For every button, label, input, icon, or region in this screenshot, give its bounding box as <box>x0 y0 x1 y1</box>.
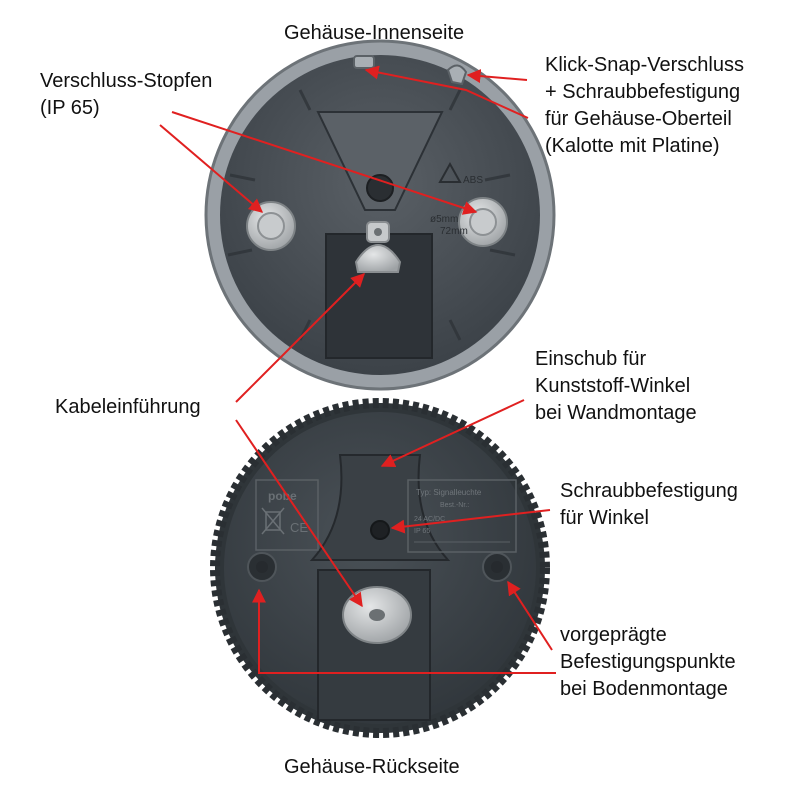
annotation-arrows <box>159 65 556 674</box>
center-screw-hole <box>366 174 394 202</box>
label-klick-snap: Klick-Snap-Verschluss + Schraubbefestigu… <box>545 52 744 160</box>
arrow-vorgepraegt-left <box>252 588 556 674</box>
dimension-marking-2: 72mm <box>440 226 468 237</box>
label-line: + Schraubbefestigung <box>545 81 741 103</box>
recycling-mark <box>438 161 462 183</box>
stopper-left <box>246 201 296 251</box>
bracket-screw-hole <box>370 520 390 540</box>
label-verschluss-stopfen: Verschluss-Stopfen (IP 65) <box>40 68 212 122</box>
title-housing-back: Gehäuse-Rückseite <box>284 756 460 778</box>
brand-label-plate: pobe CE <box>255 479 319 551</box>
label-line: Verschluss-Stopfen <box>40 70 213 92</box>
arrow-kabel-top <box>235 273 365 403</box>
arrow-kabel-bottom <box>235 419 363 608</box>
ce-mark-icon: CE <box>290 520 308 535</box>
label-line: für Gehäuse-Oberteil <box>545 108 732 130</box>
housing-inner-side: ABS ø5mm 72mm <box>204 39 556 391</box>
arrow-einschub <box>380 399 525 468</box>
snap-clip-tab <box>446 64 468 86</box>
housing-inner-floor <box>220 55 540 375</box>
bracket-slot <box>309 454 451 561</box>
snap-clip-tab-left <box>353 55 375 69</box>
label-kabeleinfuehrung: Kabeleinführung <box>55 394 201 421</box>
mounting-point-right <box>482 552 512 582</box>
housing-back-face <box>224 412 536 724</box>
label-line: Schraubbefestigung <box>560 480 738 502</box>
title-housing-inner: Gehäuse-Innenseite <box>284 22 465 44</box>
label-line: bei Bodenmontage <box>560 678 728 700</box>
housing-back-side: pobe CE Typ: Signalleuchte Best.-Nr.: 24… <box>210 398 550 738</box>
mounting-point-left <box>247 552 277 582</box>
label-line: bei Wandmontage <box>535 402 697 424</box>
cable-gland-top <box>354 221 402 273</box>
label-line: vorgeprägte <box>560 624 667 646</box>
nameplate-art: Best.-Nr.: <box>440 502 469 509</box>
nameplate-typ: Typ: Signalleuchte <box>416 488 482 497</box>
material-marking: ABS <box>463 175 483 186</box>
arrow-stopfen-left <box>159 124 264 213</box>
center-screw-boss-rib <box>316 111 444 211</box>
label-vorgepraegte-punkte: vorgeprägte Befestigungspunkte bei Boden… <box>560 622 736 703</box>
label-schraubbefestigung-winkel: Schraubbefestigung für Winkel <box>560 478 738 532</box>
label-line: Einschub für <box>535 348 647 370</box>
type-nameplate: Typ: Signalleuchte Best.-Nr.: 24 AC/DC I… <box>407 479 517 553</box>
label-line: (IP 65) <box>40 97 100 119</box>
label-line: (Kalotte mit Platine) <box>545 135 720 157</box>
label-line: Kunststoff-Winkel <box>535 375 691 397</box>
arrow-klick-top <box>364 65 529 119</box>
arrow-vorgepraegt-right <box>507 580 553 651</box>
brand-marking: pobe <box>268 489 297 503</box>
label-einschub: Einschub für Kunststoff-Winkel bei Wandm… <box>535 346 697 427</box>
arrow-klick-tab <box>466 69 528 84</box>
nameplate-volt: 24 AC/DC <box>414 516 445 523</box>
label-line: für Winkel <box>560 507 649 529</box>
stopper-right <box>458 197 508 247</box>
dimension-marking-1: ø5mm <box>430 214 458 225</box>
label-line: Klick-Snap-Verschluss <box>545 54 744 76</box>
cable-gland-bottom <box>342 586 412 644</box>
nameplate-ip: IP 65 <box>414 528 430 535</box>
arrow-schraube <box>390 509 551 534</box>
label-line: Kabeleinführung <box>55 396 201 418</box>
label-line: Befestigungspunkte <box>560 651 736 673</box>
weee-bin-icon <box>261 507 285 535</box>
arrow-stopfen-right <box>171 111 478 215</box>
inner-ribs <box>227 89 516 341</box>
